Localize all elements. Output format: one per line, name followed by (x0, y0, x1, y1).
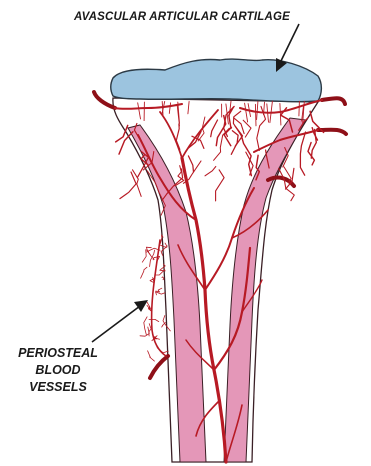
articular-cartilage (111, 59, 322, 102)
periosteal-vessel (141, 267, 147, 278)
capillary (299, 101, 300, 116)
capillary (120, 172, 136, 199)
periosteal-vessel (149, 324, 151, 336)
periosteal-vessel (162, 277, 164, 280)
cartilage-label: AVASCULAR ARTICULAR CARTILAGE (73, 11, 290, 23)
periosteal-pointer-arrow (92, 300, 148, 342)
periosteal-label-line3: VESSELS (29, 380, 87, 394)
capillary (300, 132, 305, 175)
periosteal-vessel (162, 323, 166, 328)
periosteal-label-line2: BLOOD (35, 363, 80, 377)
periosteal-vessel (144, 317, 147, 335)
periosteal-vessel (149, 319, 159, 321)
capillary (255, 104, 256, 126)
periosteal-vessel (156, 288, 162, 292)
periosteal-label-line1: PERIOSTEAL (18, 346, 98, 360)
periosteal-vessel (148, 351, 155, 361)
major-vessel (322, 98, 345, 104)
periosteal-vessel (156, 292, 165, 295)
